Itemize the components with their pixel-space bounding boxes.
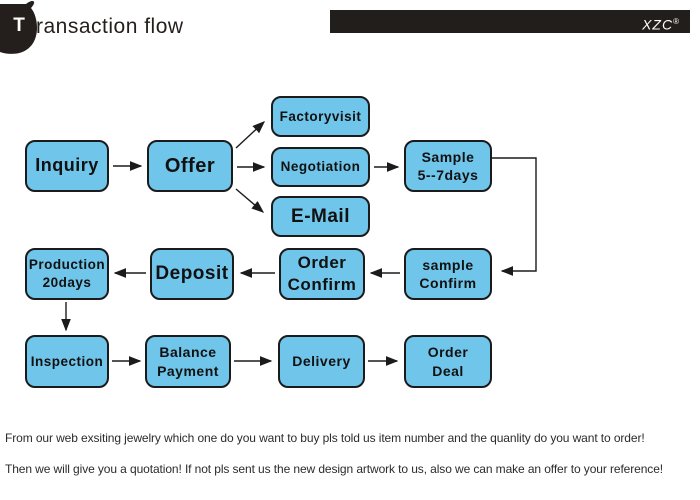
brand-name: XZC (642, 16, 674, 33)
node-factoryvisit: Factoryvisit (271, 96, 370, 137)
footer-text-line2: Then we will give you a quotation! If no… (5, 462, 664, 476)
node-inspection: Inspection (25, 335, 109, 388)
node-sample: Sample 5--7days (404, 140, 492, 192)
brand-bar: XZC® (330, 10, 690, 33)
node-label: Inspection (30, 353, 104, 369)
registered-mark: ® (673, 17, 680, 26)
node-label-line2: Payment (157, 362, 219, 379)
node-label-line1: Order (297, 252, 347, 272)
node-label: Inquiry (35, 155, 99, 176)
arrow-sample-sampleconfirm (492, 157, 537, 276)
node-email: E-Mail (271, 196, 370, 237)
node-inquiry: Inquiry (25, 140, 109, 192)
arrow-offer-factoryvisit (235, 121, 266, 149)
footer-text-line1: From our web exsiting jewelry which one … (5, 431, 645, 445)
brand-logo-shape (0, 1, 37, 54)
node-label-line2: Deal (432, 362, 464, 379)
node-label: Negotiation (280, 159, 361, 175)
brand-logo: T (0, 1, 38, 55)
arrow-offer-email (235, 188, 265, 213)
node-label-line1: Production (28, 257, 106, 273)
node-label-line1: Sample (421, 148, 475, 165)
node-label: Delivery (292, 353, 351, 370)
node-label: Deposit (155, 263, 229, 285)
page-title: ransaction flow (36, 15, 184, 38)
node-offer: Offer (147, 140, 233, 192)
node-production: Production 20days (25, 248, 109, 300)
node-label-line1: sample (422, 256, 474, 273)
node-label-line1: Balance (159, 344, 217, 361)
node-label-line2: Confirm (287, 275, 357, 294)
node-label: E-Mail (291, 205, 350, 227)
node-delivery: Delivery (278, 335, 365, 388)
brand-logo-letter: T (13, 15, 25, 36)
node-label-line2: Confirm (419, 275, 477, 291)
node-label-line2: 20days (42, 275, 92, 290)
node-deposit: Deposit (150, 248, 234, 300)
node-label-line2: 5--7days (417, 167, 479, 183)
node-label: Offer (164, 154, 216, 177)
node-label: Factoryvisit (279, 108, 362, 124)
node-negotiation: Negotiation (271, 147, 370, 187)
node-label-line1: Order (427, 344, 469, 361)
